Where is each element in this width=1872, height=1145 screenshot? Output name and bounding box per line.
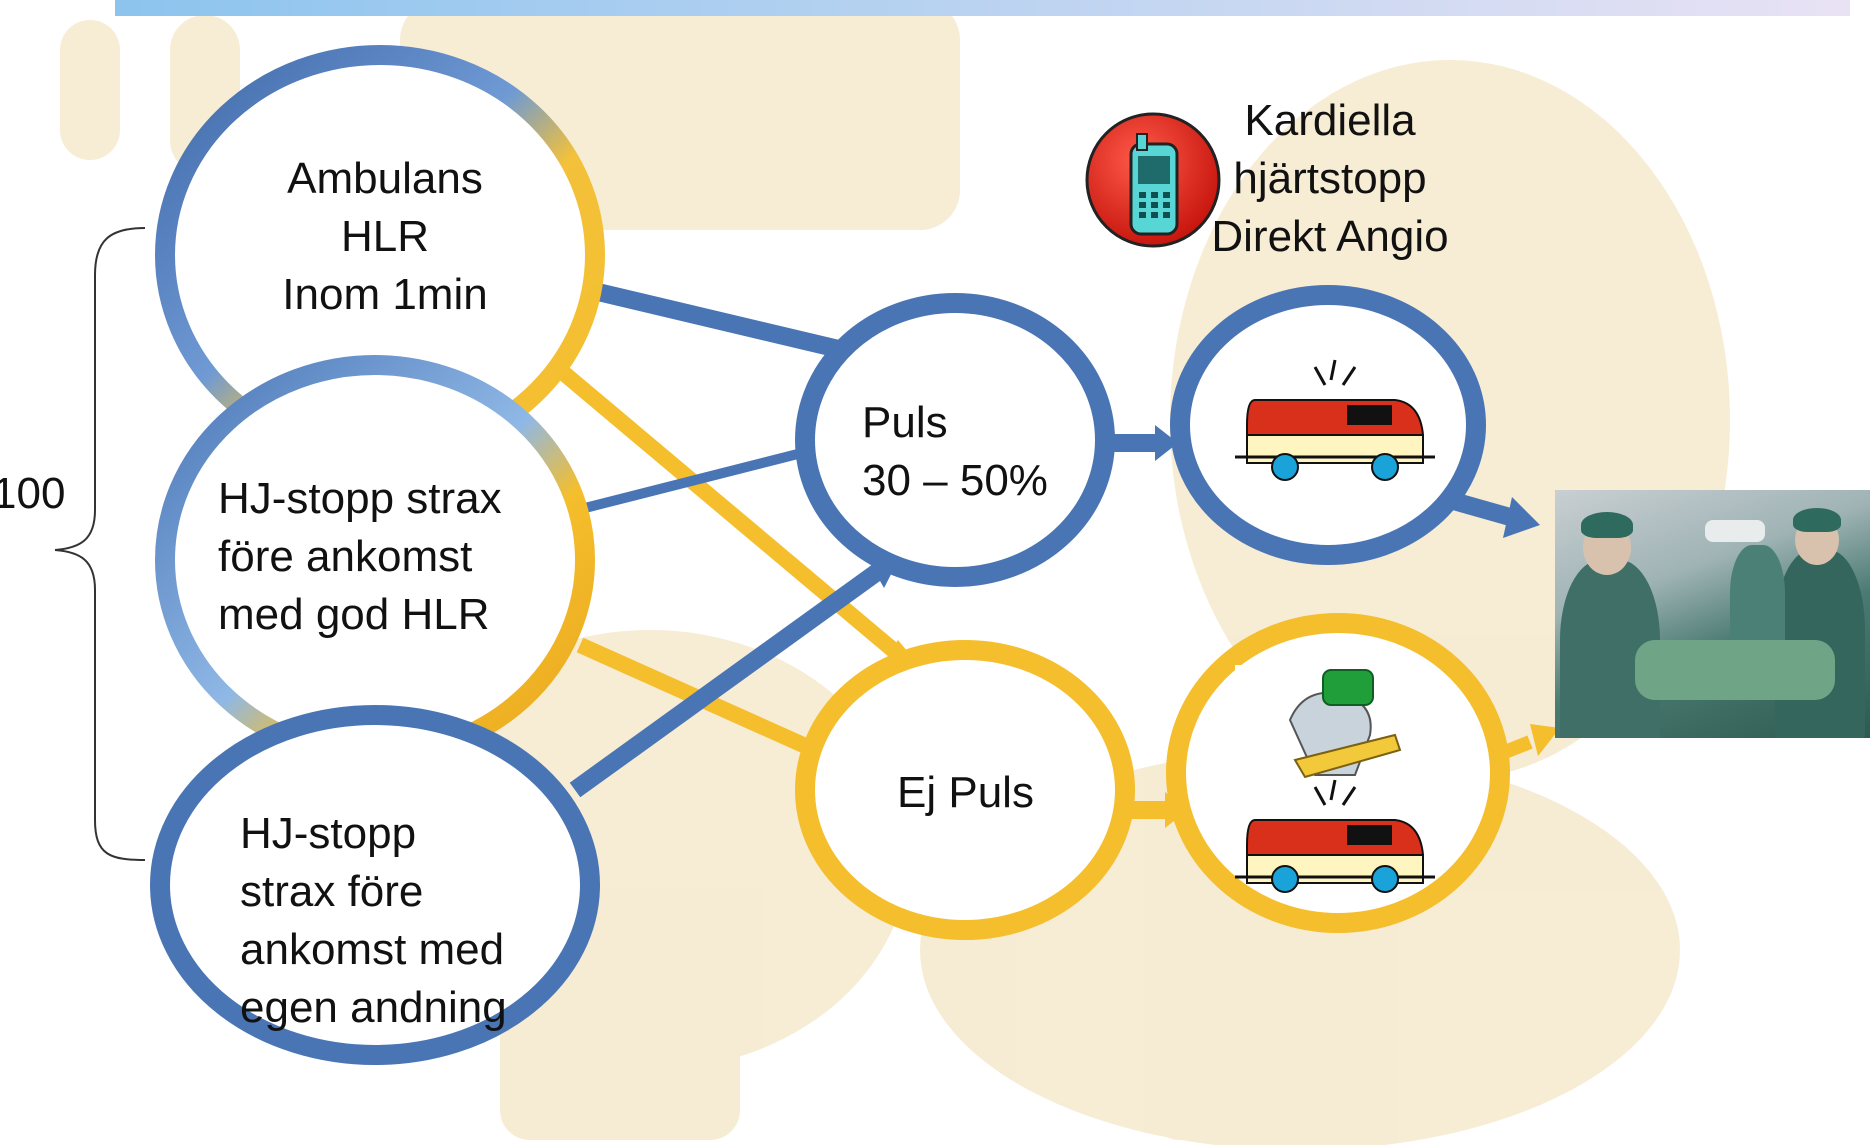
circle-hj-egen[interactable] — [150, 705, 600, 1065]
callout-line: hjärtstopp — [1233, 154, 1427, 203]
circle-ej-puls[interactable] — [795, 640, 1135, 940]
label-line: före ankomst — [218, 532, 473, 581]
label-line: HJ-stopp strax — [218, 474, 502, 523]
arrow-ambulance-to-photo — [1447, 491, 1540, 538]
label-line: egen andning — [240, 983, 507, 1032]
label-line: Inom 1min — [282, 270, 488, 319]
label-line: strax före — [240, 867, 424, 916]
label-line: HJ-stopp — [240, 809, 417, 858]
callout-line: Kardiella — [1244, 96, 1416, 145]
ambulance-icon — [1235, 359, 1435, 481]
ambulance-icon-2 — [1235, 779, 1435, 893]
label-hj-egen: HJ-stopp strax före ankomst med egen and… — [240, 805, 570, 1037]
label-line: HLR — [340, 212, 430, 261]
label-hj-god-hlr: HJ-stopp strax före ankomst med god HLR — [218, 470, 558, 644]
mobile-phone-icon — [1085, 112, 1221, 248]
top-accent-bar — [115, 0, 1850, 16]
angiography-photo — [1555, 490, 1870, 738]
label-ej-puls: Ej Puls — [897, 764, 1097, 822]
callout-line: Direkt Angio — [1211, 212, 1449, 261]
label-line: 30 – 50% — [862, 456, 1048, 505]
label-line: Ambulans — [287, 154, 483, 203]
label-line: ankomst med — [240, 925, 505, 974]
callout-text: Kardiella hjärtstopp Direkt Angio — [1180, 92, 1480, 266]
label-line: Puls — [862, 398, 948, 447]
label-ambulans: Ambulans HLR Inom 1min — [240, 150, 530, 324]
circle-puls[interactable] — [795, 293, 1115, 587]
side-number: 100 — [0, 469, 66, 518]
label-line: med god HLR — [218, 590, 490, 639]
cpr-device-icon — [1235, 665, 1435, 790]
label-puls: Puls 30 – 50% — [862, 394, 1082, 510]
left-brace — [54, 227, 146, 861]
label-line: Ej Puls — [897, 768, 1034, 817]
